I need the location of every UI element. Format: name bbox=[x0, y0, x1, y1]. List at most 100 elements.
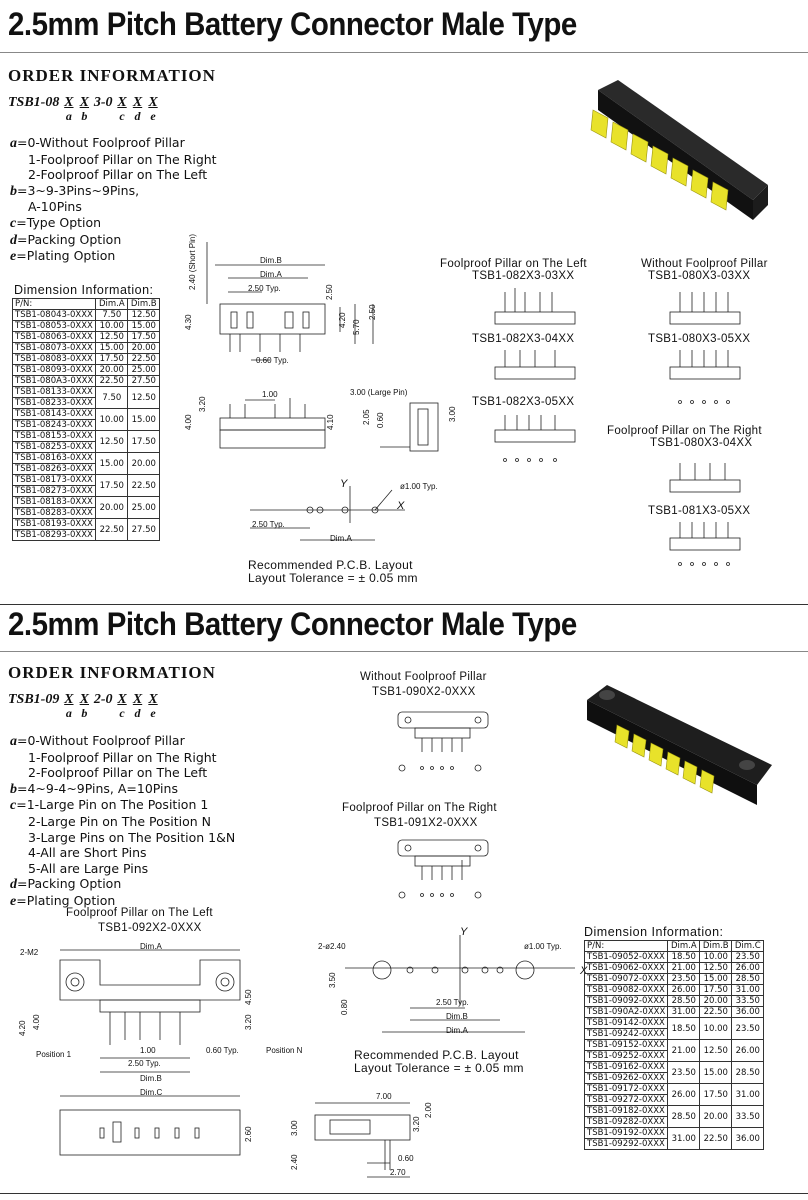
s2-connector-3d-photo bbox=[587, 685, 772, 805]
variant-caption-left: Foolproof Pillar on The Left bbox=[440, 258, 587, 270]
table-header-cell: P/N: bbox=[11, 298, 97, 310]
variant-pn-080x3-03: TSB1-080X3-03XX bbox=[648, 270, 751, 282]
dim-c-cell: 23.50 bbox=[731, 951, 765, 963]
option-line: b=4~9-4~9Pins, A=10Pins bbox=[10, 781, 235, 798]
option-line: 1-Foolproof Pillar on The Right bbox=[10, 750, 235, 766]
s2-pcb-layout-caption: Recommended P.C.B. Layout bbox=[354, 1048, 519, 1062]
table-row: TSB1-09292-0XXX bbox=[583, 1138, 764, 1150]
s2-pcb-080-label: 0.80 bbox=[340, 999, 349, 1015]
dim-a-cell: 28.50 bbox=[667, 1105, 701, 1128]
variant-drawings-section1 bbox=[494, 288, 741, 566]
s2-pcb-layout bbox=[345, 935, 575, 1033]
part-number-cell: TSB1-08183-0XXX bbox=[11, 496, 97, 508]
section1-dim-heading: Dimension Information: bbox=[14, 283, 154, 297]
option-line: 4-All are Short Pins bbox=[10, 845, 235, 861]
dim-a-cell: 20.00 bbox=[95, 364, 129, 376]
s2-pcb-dim-b-label: Dim.B bbox=[446, 1012, 468, 1021]
side-300-label: 3.00 bbox=[290, 1120, 299, 1136]
dim-c-cell: 31.00 bbox=[731, 1083, 765, 1106]
option-line: A-10Pins bbox=[10, 199, 217, 215]
dim-b-cell: 10.00 bbox=[699, 951, 733, 963]
option-text: =Plating Option bbox=[16, 892, 116, 908]
dim-c-cell: 28.50 bbox=[731, 973, 765, 985]
s2-dim-420-label: 4.20 bbox=[18, 1020, 27, 1036]
table-header-cell: Dim.A bbox=[95, 298, 129, 310]
dim-a-cell: 12.50 bbox=[95, 331, 129, 343]
dim-a-cell: 10.00 bbox=[95, 320, 129, 332]
pcb-layout-caption: Recommended P.C.B. Layout bbox=[248, 558, 413, 572]
part-number-cell: TSB1-08233-0XXX bbox=[11, 397, 97, 409]
part-number-cell: TSB1-08153-0XXX bbox=[11, 430, 97, 442]
table-header-cell: Dim.B bbox=[699, 940, 733, 952]
dim-b-cell: 17.50 bbox=[127, 331, 161, 343]
part-number-cell: TSB1-080A3-0XXX bbox=[11, 375, 97, 387]
option-key: e bbox=[10, 893, 17, 909]
option-text: 2-Foolproof Pillar on The Left bbox=[28, 167, 208, 183]
part-number-cell: TSB1-08273-0XXX bbox=[11, 485, 97, 497]
s2-pcb-x-label: X bbox=[580, 965, 588, 977]
dim-b-cell: 20.00 bbox=[127, 452, 161, 475]
side-320-label: 3.20 bbox=[412, 1116, 421, 1132]
part-number-cell: TSB1-08073-0XXX bbox=[11, 342, 97, 354]
dim-205-label: 2.05 bbox=[362, 409, 371, 425]
option-text: 2-Large Pin on The Position N bbox=[28, 813, 211, 829]
section1-order-heading: ORDER INFORMATION bbox=[8, 66, 216, 85]
dim-b-cell: 27.50 bbox=[127, 518, 161, 541]
option-key: b bbox=[10, 183, 17, 199]
dim-b-cell: 25.00 bbox=[127, 496, 161, 519]
option-text: 4-All are Short Pins bbox=[28, 845, 147, 861]
dim-a-cell: 17.50 bbox=[95, 353, 129, 365]
side-200-label: 2.00 bbox=[424, 1102, 433, 1118]
connector-3d-photo bbox=[590, 80, 768, 220]
s2-variant-drawings bbox=[397, 711, 489, 899]
s2-dim-c-label: Dim.C bbox=[140, 1088, 163, 1097]
dim-250-label: 2.50 bbox=[325, 284, 334, 300]
s2-dim-320-label: 3.20 bbox=[244, 1014, 253, 1030]
s2-bottom-view-drawing bbox=[59, 1095, 241, 1156]
dim-a-cell: 31.00 bbox=[667, 1006, 701, 1018]
dim-c-cell: 33.50 bbox=[731, 995, 765, 1007]
dim-b-cell: 22.50 bbox=[127, 353, 161, 365]
pcb-hole-label: ø1.00 Typ. bbox=[400, 482, 438, 491]
dim-b-cell: 25.00 bbox=[127, 364, 161, 376]
part-number-cell: TSB1-09252-0XXX bbox=[583, 1050, 669, 1062]
table-header-cell: Dim.C bbox=[731, 940, 765, 952]
part-number-cell: TSB1-09062-0XXX bbox=[583, 962, 669, 974]
part-number-cell: TSB1-08173-0XXX bbox=[11, 474, 97, 486]
option-text: =0-Without Foolproof Pillar bbox=[17, 733, 185, 748]
dim-b-cell: 12.50 bbox=[127, 309, 161, 321]
dim-c-cell: 28.50 bbox=[731, 1061, 765, 1084]
option-text: =Plating Option bbox=[16, 248, 116, 264]
s2-variant-pn-091x2: TSB1-091X2-0XXX bbox=[374, 817, 478, 829]
s2-variant-pn-092x2: TSB1-092X2-0XXX bbox=[98, 922, 202, 934]
option-line: a=0-Without Foolproof Pillar bbox=[10, 733, 235, 750]
option-text: =Packing Option bbox=[17, 876, 122, 892]
s2-pcb-dim-a-label: Dim.A bbox=[446, 1026, 468, 1035]
dim-b-cell: 12.50 bbox=[699, 1039, 733, 1062]
dim-a-cell: 7.50 bbox=[95, 309, 129, 321]
dim-b-cell: 17.50 bbox=[127, 430, 161, 453]
dim-b-cell: 20.00 bbox=[127, 342, 161, 354]
dim-c-cell: 31.00 bbox=[731, 984, 765, 996]
s2-pcb-y-label: Y bbox=[460, 926, 468, 938]
s2-pcb-big-hole-label: 2-ø2.40 bbox=[318, 942, 346, 951]
dim-c-cell: 36.00 bbox=[731, 1127, 765, 1150]
option-key: d bbox=[10, 877, 17, 893]
dim-a-cell: 26.00 bbox=[667, 1083, 701, 1106]
variant-caption-without: Without Foolproof Pillar bbox=[641, 258, 768, 270]
